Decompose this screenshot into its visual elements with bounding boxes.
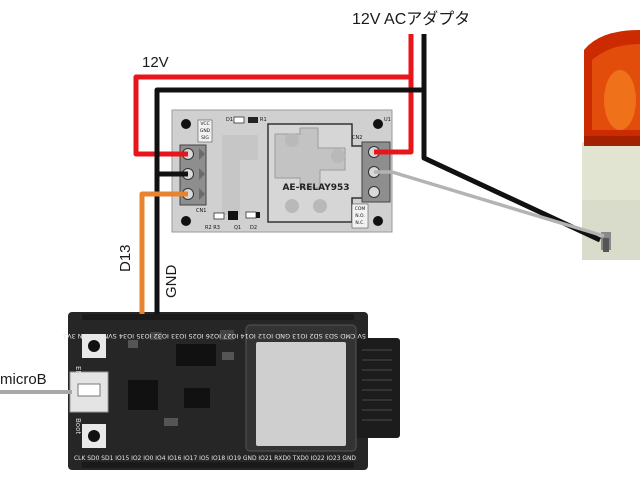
relay-model-label: AE-RELAY953 [282, 183, 349, 193]
power-12v-label: 12V [142, 54, 169, 71]
r1-label: R1 [260, 117, 267, 123]
cn1-label: CN1 [196, 208, 206, 214]
u1-label: U1 [384, 117, 391, 123]
pin-vcc-label: VCC [200, 121, 209, 127]
cn2-label: CN2 [352, 135, 362, 141]
warning-lamp [582, 30, 640, 260]
wire-12v-vcc [133, 34, 414, 157]
top-header-pins [82, 314, 354, 320]
d1-label: D1 [226, 117, 233, 123]
d2-label: D2 [250, 225, 257, 231]
gnd-label: GND [163, 265, 180, 299]
wire-gnd-relay [154, 34, 427, 177]
wire-gnd-lamp [421, 90, 602, 243]
q1-label: Q1 [234, 225, 241, 231]
wire-12v-com [374, 77, 414, 155]
d13-label: D13 [117, 244, 134, 272]
wire-no-lamp [374, 170, 605, 238]
pin-no-label: N.O. [355, 213, 365, 219]
pin-com-label: COM [355, 206, 366, 212]
esp32-board: EN Boot 5V CMD SD3 SD2 IO13 GND IO12 IO1… [63, 312, 400, 470]
esp32-top-pin-labels: 5V CMD SD3 SD2 IO13 GND IO12 IO14 IO27 I… [63, 332, 366, 340]
pin-sig-label: SIG [201, 135, 209, 141]
relay-module: VCC GND SIG COM N.O. N.C. D1 R1 U1 CN2 C… [171, 109, 393, 233]
r2r3-label: R2 R3 [205, 225, 220, 231]
wire-d13-signal [139, 191, 188, 314]
boot-button-label: Boot [74, 418, 82, 434]
en-button-label: EN [74, 366, 82, 376]
pin-nc-label: N.C. [355, 220, 364, 226]
adapter-label: 12V ACアダプタ [352, 10, 470, 28]
pin-gnd-label: GND [200, 128, 211, 134]
esp32-bottom-pin-labels: CLK SD0 SD1 IO15 IO2 IO0 IO4 IO16 IO17 I… [74, 454, 356, 462]
microb-label: microB [0, 371, 47, 388]
